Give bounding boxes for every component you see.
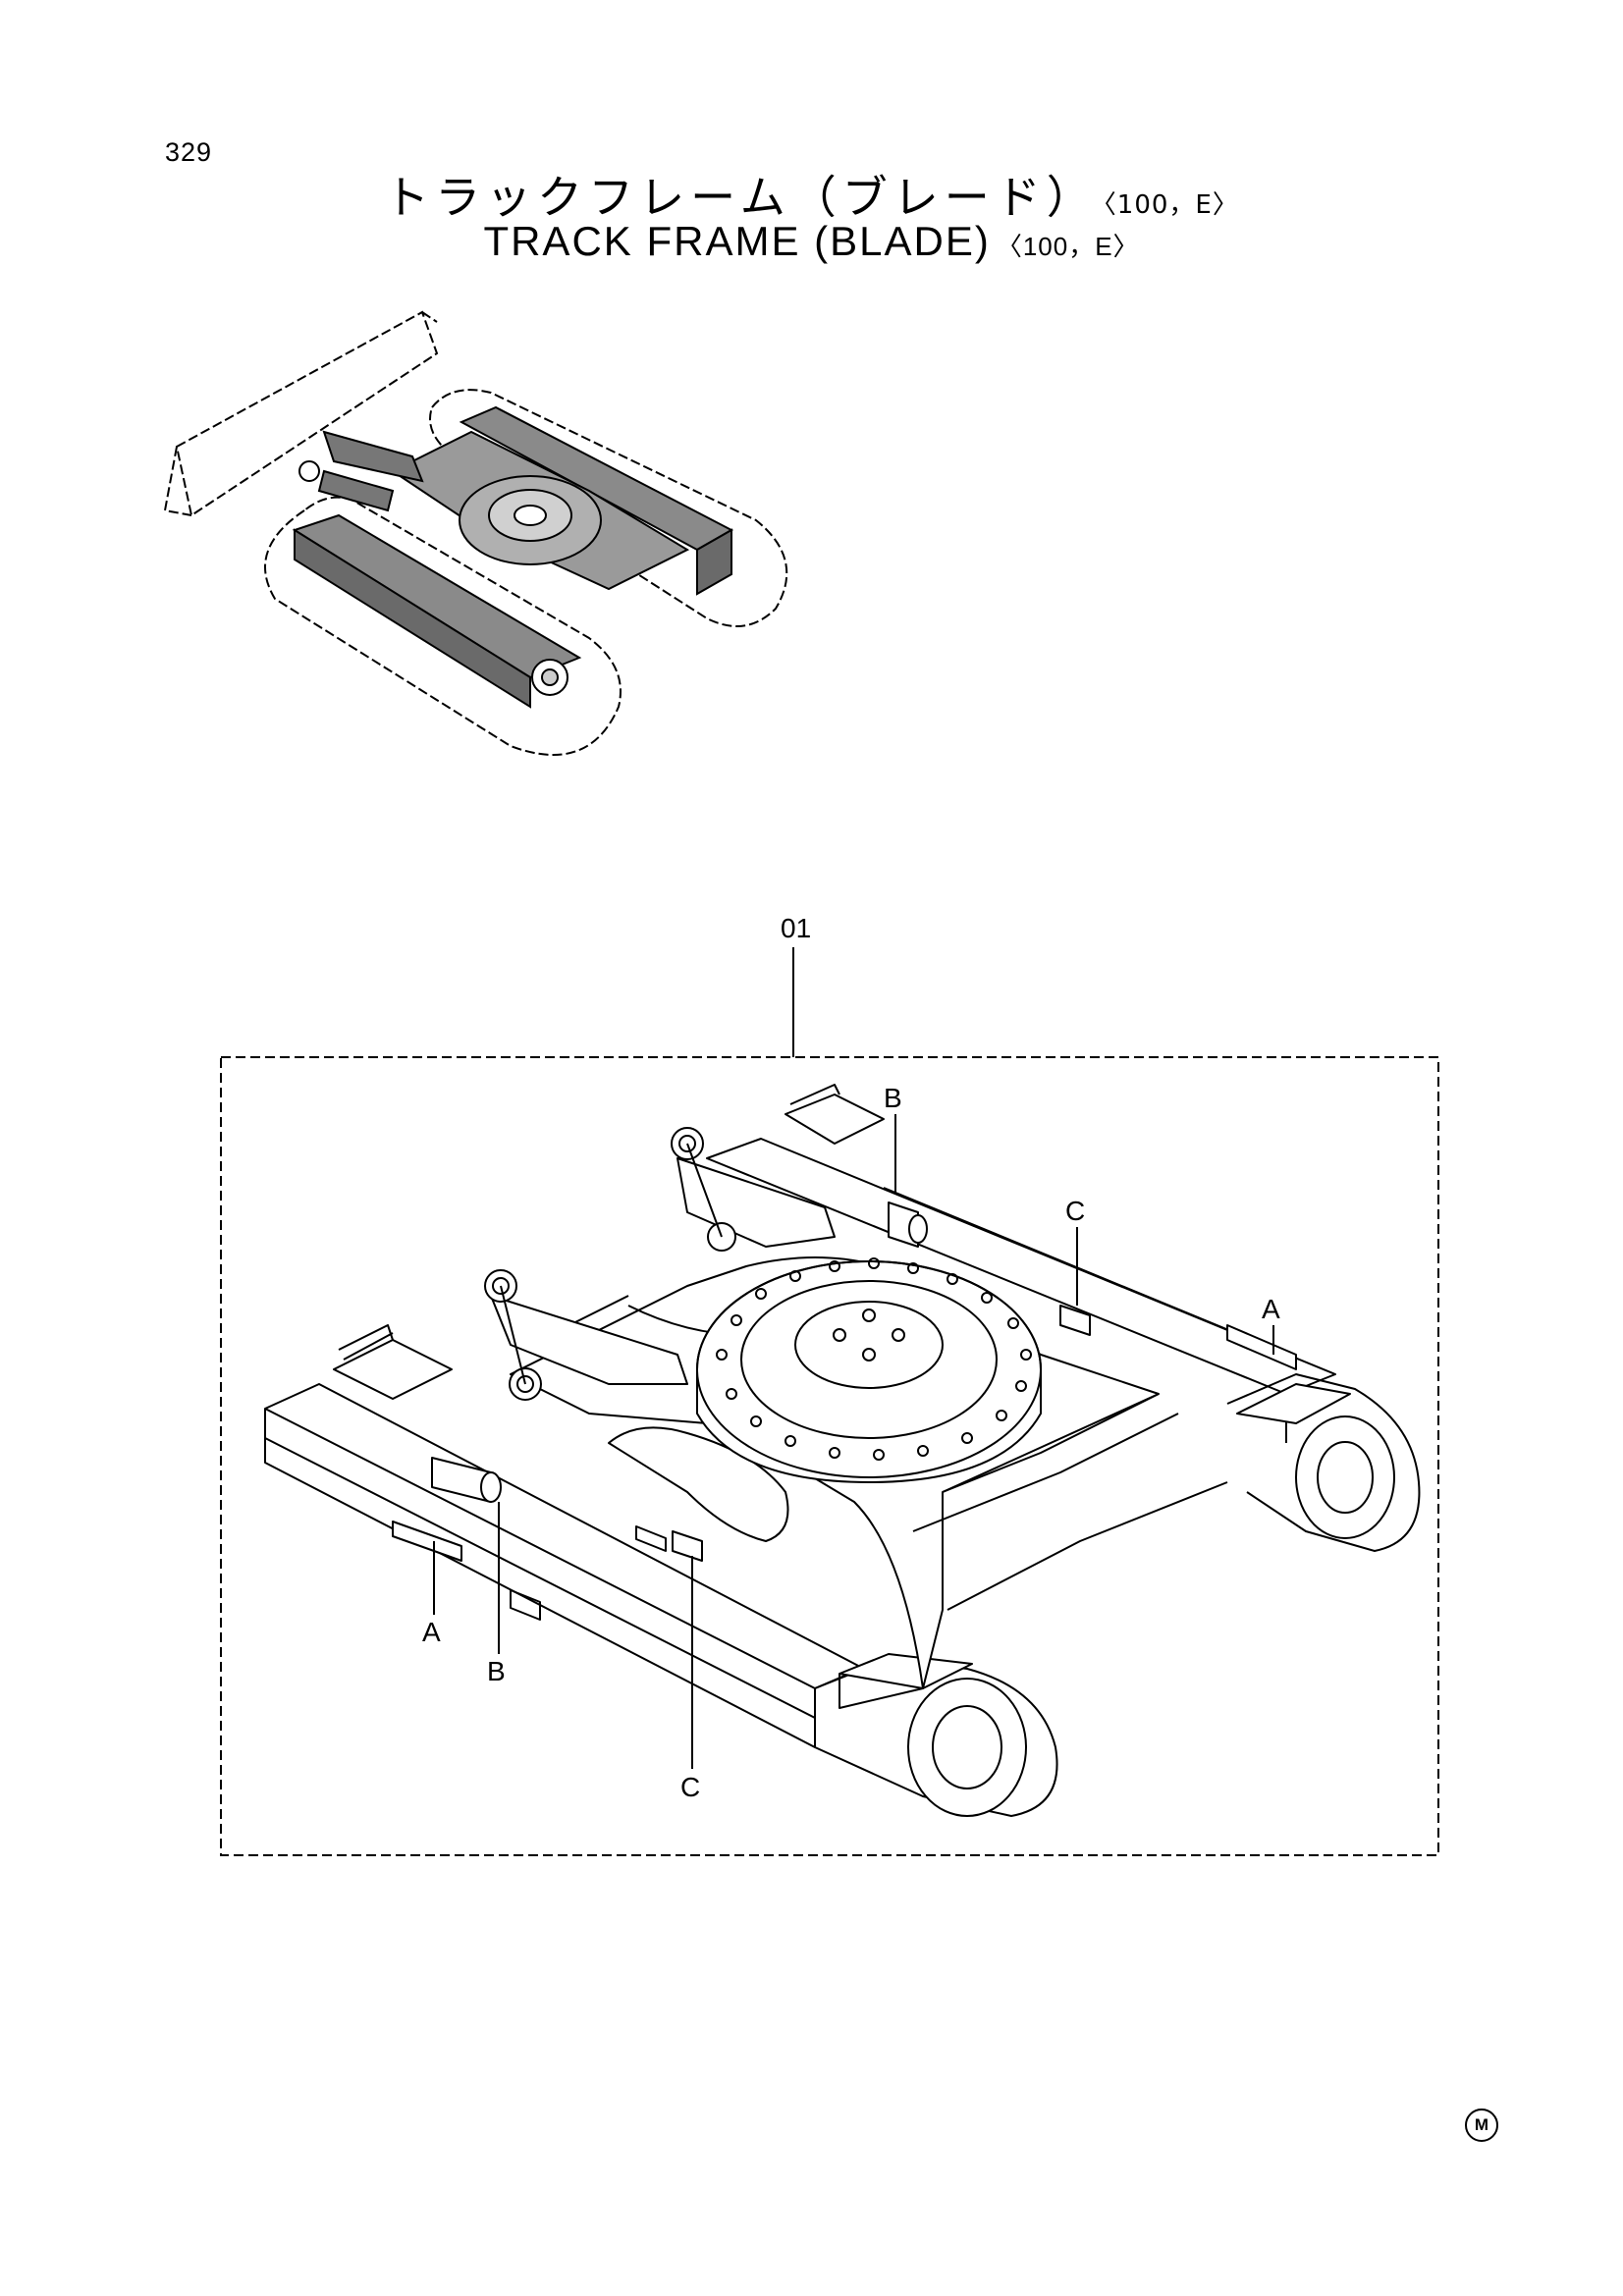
blade-outline	[163, 310, 439, 517]
track-frame-drawing	[264, 1084, 1421, 1817]
overview-thumbnail	[163, 310, 788, 756]
footer-mark-badge: M	[1465, 2109, 1498, 2142]
title-en-suffix: 〈100，E〉	[996, 232, 1140, 261]
group-border	[220, 1056, 1439, 1856]
detail-callouts: B C A A B C	[422, 1083, 1280, 1802]
callout-01: 01	[781, 913, 811, 943]
page-title-japanese: トラックフレーム（ブレード）〈100，E〉	[0, 162, 1623, 227]
right-side-rail	[706, 1084, 1421, 1552]
title-jp-text: トラックフレーム（ブレード）	[384, 171, 1098, 224]
page-title-english: TRACK FRAME (BLADE)〈100，E〉	[0, 218, 1623, 265]
page-number: 329	[165, 137, 213, 167]
swing-bearing	[696, 1257, 1042, 1483]
callout-b-left: B	[487, 1656, 506, 1686]
callout-b-top: B	[884, 1083, 902, 1113]
blade-brackets	[484, 1127, 836, 1401]
title-en-text: TRACK FRAME (BLADE)	[483, 218, 991, 264]
left-side-rail	[264, 1324, 1058, 1817]
callout-c-top: C	[1065, 1196, 1085, 1226]
callout-a-left: A	[422, 1617, 441, 1647]
detail-parts	[392, 1201, 1297, 1562]
callout-c-bottom: C	[680, 1772, 700, 1802]
callout-a-right: A	[1262, 1294, 1280, 1324]
title-jp-suffix: 〈100，E〉	[1103, 190, 1239, 220]
shaded-frame	[292, 405, 734, 709]
bolt-holes	[716, 1257, 1032, 1461]
